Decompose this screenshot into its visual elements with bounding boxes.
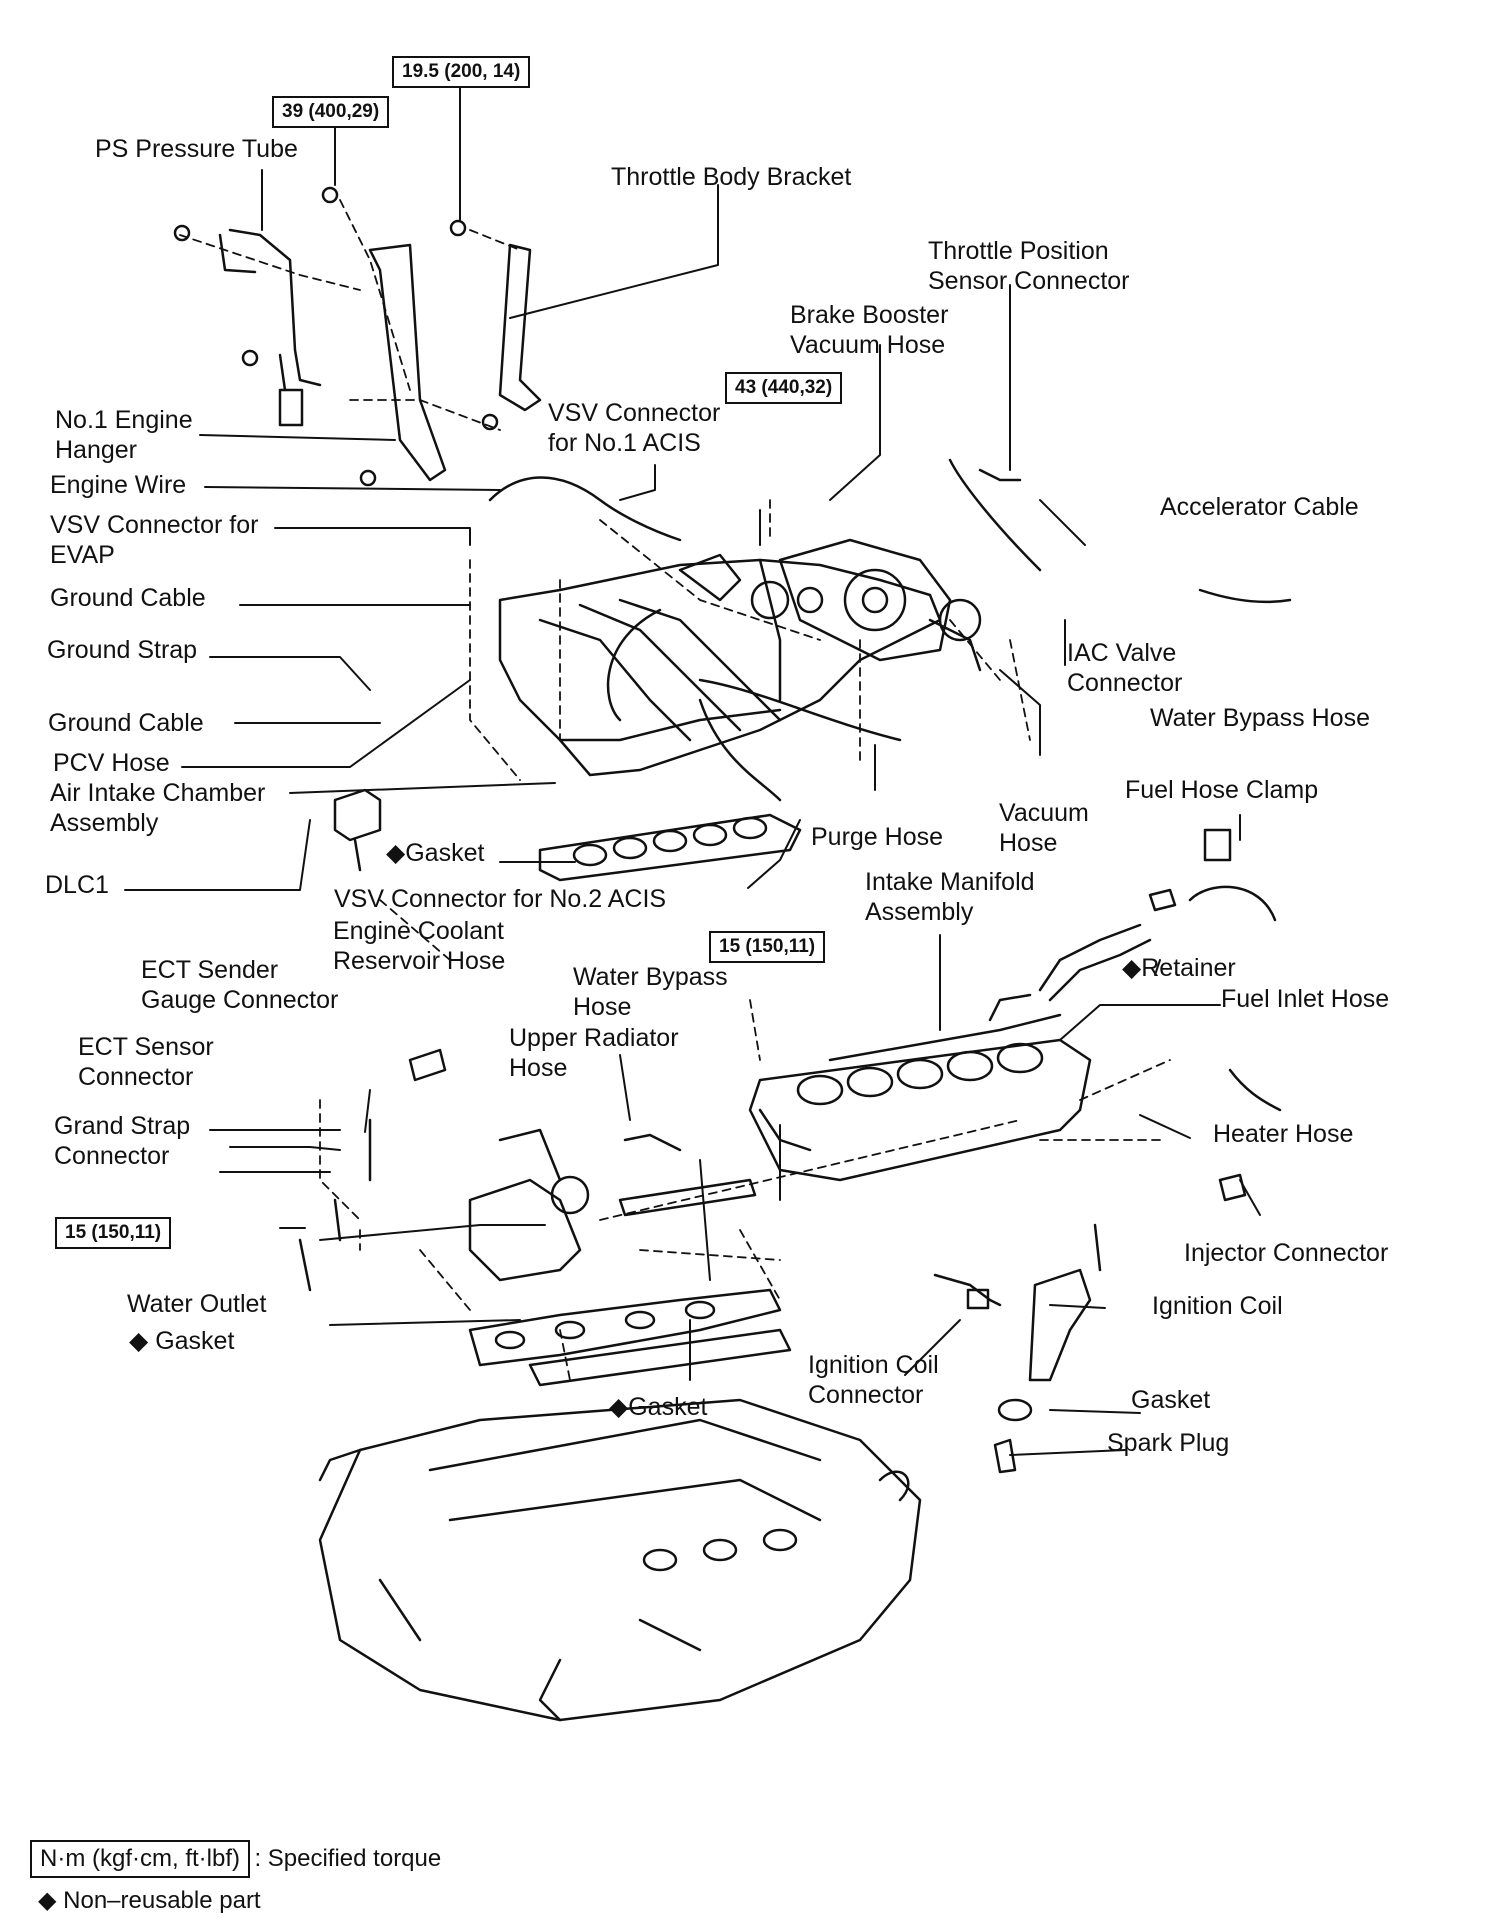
water-outlet-drawing — [468, 1128, 792, 1387]
label-throttle-body-bracket: Throttle Body Bracket — [611, 163, 852, 191]
label-vsv-connector-no1-acis: VSV Connector for No.1 ACIS — [548, 399, 721, 457]
label-gasket-manifold-text: Gasket — [628, 1393, 708, 1421]
chamber-gasket-drawing — [538, 813, 802, 882]
label-vacuum-hose: Vacuum Hose — [999, 799, 1089, 857]
label-gasket-chamber-text: Gasket — [405, 839, 485, 867]
label-water-outlet: Water Outlet — [127, 1290, 267, 1318]
label-gasket-water-outlet-text: Gasket — [155, 1327, 235, 1355]
label-vsv-connector-no2-acis: VSV Connector for No.2 ACIS — [334, 885, 667, 913]
torque-spec-manifold-bolt: 15 (150,11) — [709, 931, 826, 963]
label-accelerator-cable: Accelerator Cable — [1160, 493, 1359, 521]
mid-section-parts — [298, 588, 1292, 1292]
label-gasket-manifold: ◆Gasket — [609, 1392, 707, 1422]
label-ect-sensor-connector: ECT Sensor Connector — [78, 1033, 214, 1091]
label-iac-valve-connector: IAC Valve Connector — [1067, 639, 1183, 697]
label-dlc1: DLC1 — [45, 871, 109, 899]
torque-spec-water-outlet-bolt: 15 (150,11) — [55, 1217, 172, 1249]
label-ps-pressure-tube: PS Pressure Tube — [95, 135, 298, 163]
label-purge-hose: Purge Hose — [811, 823, 944, 851]
label-ground-cable-upper: Ground Cable — [50, 584, 206, 612]
label-gasket-water-outlet: ◆ Gasket — [129, 1326, 234, 1356]
label-ect-sender-gauge-connector: ECT Sender Gauge Connector — [141, 956, 339, 1014]
label-gasket-chamber: ◆Gasket — [386, 838, 484, 868]
legend-nonreusable: ◆ Non–reusable part — [38, 1886, 261, 1916]
assembly-dashed-lines — [179, 199, 1171, 1381]
dlc1-drawing — [333, 788, 382, 872]
torque-spec-ps-tube-bolt: 39 (400,29) — [272, 96, 390, 128]
label-water-bypass-hose-lower: Water Bypass Hose — [573, 963, 728, 1021]
label-water-bypass-hose-upper: Water Bypass Hose — [1150, 704, 1370, 732]
non-reusable-marker: ◆ — [609, 1393, 629, 1421]
non-reusable-marker: ◆ — [386, 839, 406, 867]
leader-lines — [124, 79, 1261, 1456]
intake-manifold-drawing — [748, 923, 1152, 1182]
label-ignition-coil-connector: Ignition Coil Connector — [808, 1351, 939, 1409]
non-reusable-marker: ◆ — [38, 1887, 57, 1914]
label-retainer: ◆Retainer — [1122, 953, 1236, 983]
torque-spec-chamber-bolt: 43 (440,32) — [725, 372, 843, 404]
label-engine-wire: Engine Wire — [50, 471, 187, 499]
upper-bracket-parts — [173, 186, 542, 487]
label-heater-hose: Heater Hose — [1213, 1120, 1354, 1148]
label-vsv-connector-evap: VSV Connector for EVAP — [50, 511, 259, 569]
non-reusable-marker: ◆ — [129, 1327, 149, 1355]
label-ground-strap: Ground Strap — [47, 636, 198, 664]
legend: N·m (kgf·cm, ft·lbf) : Specified torque — [30, 1840, 441, 1878]
label-no1-engine-hanger: No.1 Engine Hanger — [55, 406, 193, 464]
label-ground-cable-lower: Ground Cable — [48, 709, 204, 737]
legend-torque-desc: : Specified torque — [254, 1845, 442, 1872]
label-injector-connector: Injector Connector — [1184, 1239, 1389, 1267]
label-gasket-spark-plug: Gasket — [1131, 1386, 1211, 1414]
label-brake-booster-vacuum-hose: Brake Booster Vacuum Hose — [790, 301, 949, 359]
label-retainer-text: Retainer — [1141, 954, 1236, 982]
label-pcv-hose: PCV Hose — [53, 749, 170, 777]
engine-block-drawing — [318, 1398, 922, 1722]
label-spark-plug: Spark Plug — [1107, 1429, 1230, 1457]
label-intake-manifold-assembly: Intake Manifold Assembly — [865, 868, 1035, 926]
legend-nonreusable-desc: Non–reusable part — [63, 1887, 261, 1914]
ignition-parts-drawing — [933, 1223, 1102, 1474]
label-air-intake-chamber-assembly: Air Intake Chamber Assembly — [50, 779, 266, 837]
legend-torque-units: N·m (kgf·cm, ft·lbf) — [30, 1840, 250, 1878]
non-reusable-marker: ◆ — [1122, 954, 1142, 982]
torque-spec-throttle-bracket-bolt: 19.5 (200, 14) — [392, 56, 531, 88]
label-throttle-position-sensor-connector: Throttle Position Sensor Connector — [928, 237, 1130, 295]
label-grand-strap-connector: Grand Strap Connector — [54, 1112, 191, 1170]
label-engine-coolant-reservoir-hose: Engine Coolant Reservoir Hose — [333, 917, 506, 975]
label-upper-radiator-hose: Upper Radiator Hose — [509, 1024, 679, 1082]
label-ignition-coil: Ignition Coil — [1152, 1292, 1283, 1320]
air-intake-chamber-drawing — [488, 458, 1042, 802]
label-fuel-hose-clamp: Fuel Hose Clamp — [1125, 776, 1319, 804]
label-fuel-inlet-hose: Fuel Inlet Hose — [1221, 985, 1390, 1013]
